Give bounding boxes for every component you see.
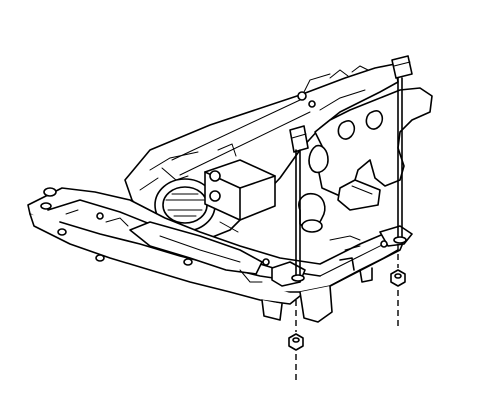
left-mount-bolt	[289, 125, 309, 282]
right-mount-bolt	[391, 55, 413, 244]
right-nut	[390, 244, 406, 330]
left-nut	[288, 300, 304, 380]
frame-bolt-heads	[96, 212, 388, 266]
crossmember-frame	[27, 187, 413, 323]
engine-mount-bracket	[204, 159, 276, 233]
